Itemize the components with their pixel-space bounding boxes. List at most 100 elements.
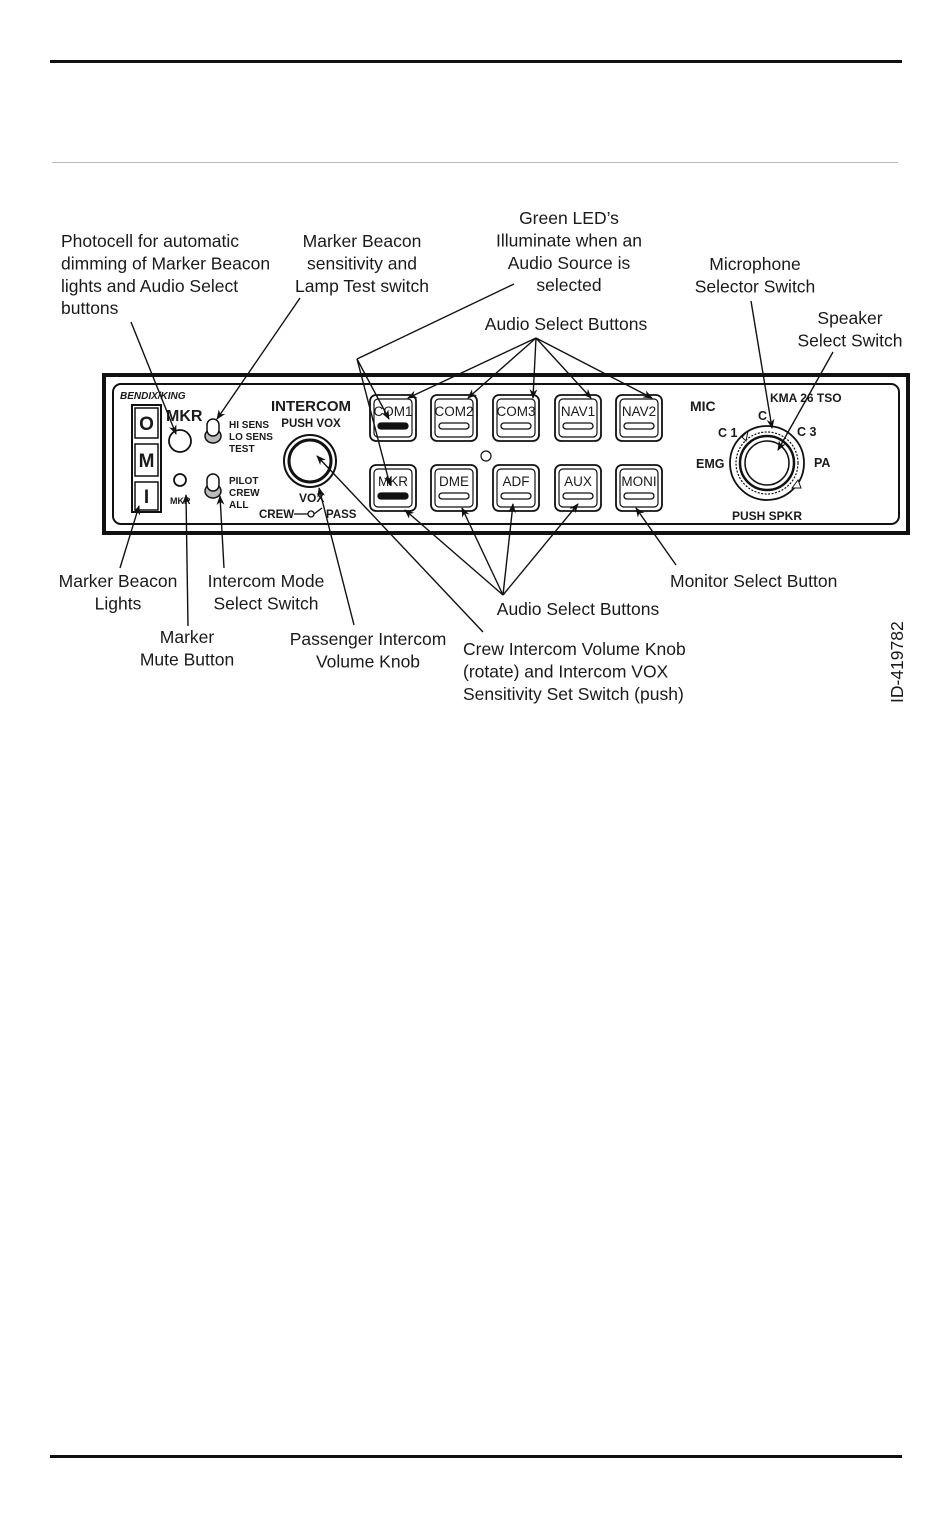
callout-line: Audio Select Buttons [497, 599, 660, 619]
callout-line: sensitivity and [307, 253, 417, 273]
audio-button-aux[interactable]: AUX [554, 464, 602, 512]
audio-button-moni[interactable]: MONI [615, 464, 663, 512]
callout-monitor-select: Monitor Select Button [670, 571, 837, 591]
leader-intercom-mode [216, 495, 225, 569]
callout-line: selected [536, 275, 601, 295]
photocell [168, 429, 192, 453]
pilot-label: PILOT [229, 476, 258, 487]
callout-line: Illuminate when an [496, 230, 642, 250]
footer-rule [50, 1455, 902, 1458]
audio-button-label: MKR [378, 474, 408, 489]
audio-button-mkr[interactable]: MKR [369, 464, 417, 512]
leader-audio-bottom-dme [461, 507, 504, 596]
leader-monitor-select [635, 507, 677, 566]
intercom-volume-knob[interactable] [283, 434, 337, 488]
led-indicator-on [377, 422, 409, 430]
callout-line: Mute Button [140, 649, 234, 669]
callout-line: Selector Switch [695, 276, 816, 296]
speaker-select-knob[interactable] [738, 434, 796, 492]
callout-line: dimming of Marker Beacon [61, 253, 270, 273]
audio-button-dme[interactable]: DME [430, 464, 478, 512]
mkr-mute-label: MKR [170, 496, 191, 506]
leader-marker-sens [216, 297, 301, 420]
callout-line: Volume Knob [316, 651, 420, 671]
leader-mic-selector [750, 300, 775, 429]
mkr-label: MKR [166, 408, 203, 425]
audio-button-adf[interactable]: ADF [492, 464, 540, 512]
callout-audio-select-top: Audio Select Buttons [485, 314, 648, 334]
test-label: TEST [229, 444, 255, 455]
header-divider [52, 162, 898, 163]
mic-position-c2: C [758, 409, 767, 423]
leader-green-led-com1 [356, 358, 390, 420]
led-indicator-off [562, 492, 594, 500]
mic-position-c3: C 3 [797, 425, 817, 439]
callout-line: Marker Beacon [303, 231, 422, 251]
callout-line: Marker [160, 627, 215, 647]
inner-marker-letter: I [144, 487, 149, 508]
audio-button-nav2[interactable]: NAV2 [615, 394, 663, 442]
middle-marker-letter: M [139, 451, 155, 472]
leader-green-led-mkr [356, 358, 392, 486]
mic-position-emg: EMG [696, 457, 724, 471]
led-indicator-off [623, 422, 655, 430]
intercom-mode-switch[interactable] [204, 473, 222, 499]
header-rule [50, 60, 902, 63]
callout-line: Audio Select Buttons [485, 314, 648, 334]
inner-marker-light [134, 481, 159, 511]
leader-audio-bottom-mkr [404, 509, 504, 596]
leader-audio-bottom-aux [502, 503, 579, 596]
callout-line: lights and Audio Select [61, 276, 238, 296]
callout-line: Select Switch [213, 593, 318, 613]
push-vox-label: PUSH VOX [281, 418, 341, 430]
callout-line: Sensitivity Set Switch (push) [463, 684, 684, 704]
all-label: ALL [229, 500, 248, 511]
mic-position-c1: C 1 [718, 426, 738, 440]
audio-button-nav1[interactable]: NAV1 [554, 394, 602, 442]
model-label: KMA 26 TSO [770, 391, 842, 405]
audio-button-label: ADF [503, 474, 530, 489]
leader-audio-top-com2 [467, 337, 537, 399]
figure-id: ID-419782 [887, 621, 907, 703]
callout-line: (rotate) and Intercom VOX [463, 661, 669, 681]
mic-label: MIC [690, 398, 716, 414]
audio-button-label: DME [439, 474, 469, 489]
led-indicator-off [562, 422, 594, 430]
led-indicator-off [500, 422, 532, 430]
audio-button-label: NAV2 [622, 404, 656, 419]
led-indicator-on [377, 492, 409, 500]
pass-label: PASS [326, 509, 357, 521]
callout-line: Lights [95, 593, 142, 613]
leader-audio-top-com3 [529, 337, 538, 399]
brand-logo: BENDIX/KING [120, 391, 186, 402]
marker-mute-button[interactable] [173, 473, 187, 487]
leader-audio-top-nav2 [535, 337, 653, 399]
callout-line: Green LED’s [519, 208, 619, 228]
audio-button-label: COM2 [434, 404, 473, 419]
leader-audio-top-com1 [407, 337, 537, 399]
audio-button-label: AUX [564, 474, 592, 489]
panel-inner-bezel [112, 383, 900, 525]
outer-marker-letter: O [139, 414, 154, 435]
audio-button-com3[interactable]: COM3 [492, 394, 540, 442]
marker-sensitivity-switch[interactable] [204, 418, 222, 444]
callout-line: Audio Source is [508, 253, 631, 273]
led-indicator-off [438, 492, 470, 500]
audio-button-com2[interactable]: COM2 [430, 394, 478, 442]
audio-button-label: COM1 [373, 404, 412, 419]
leader-green-led-main [356, 283, 515, 360]
audio-button-label: NAV1 [561, 404, 595, 419]
callout-line: buttons [61, 298, 119, 318]
hi-sens-label: HI SENS [229, 420, 269, 431]
callout-line: Lamp Test switch [295, 276, 429, 296]
mic-position-pa: PA [814, 456, 830, 470]
